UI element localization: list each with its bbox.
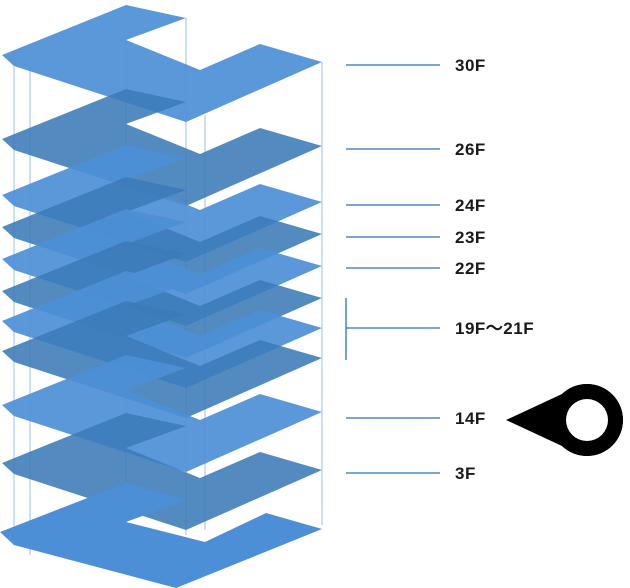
floor-label-0[interactable]: 30F: [455, 56, 486, 75]
floor-label-2[interactable]: 24F: [455, 196, 486, 215]
floor-slab: [0, 483, 322, 588]
floor-label-7[interactable]: 3F: [455, 464, 476, 483]
location-pin-icon[interactable]: [506, 384, 623, 456]
floor-slabs: [0, 5, 322, 588]
floor-label-6[interactable]: 14F: [455, 409, 486, 428]
floor-label-5[interactable]: 19F〜21F: [455, 319, 534, 338]
floor-label-1[interactable]: 26F: [455, 140, 486, 159]
floor-label-4[interactable]: 22F: [455, 259, 486, 278]
floor-slab: [2, 89, 322, 206]
floor-slab: [2, 413, 322, 530]
floor-slab: [2, 5, 322, 122]
floor-slab: [2, 301, 322, 418]
floor-label-3[interactable]: 23F: [455, 228, 486, 247]
floor-slab: [2, 355, 322, 472]
floor-labels: 30F 26F 24F 23F 22F 19F〜21F 14F 3F: [346, 56, 534, 483]
